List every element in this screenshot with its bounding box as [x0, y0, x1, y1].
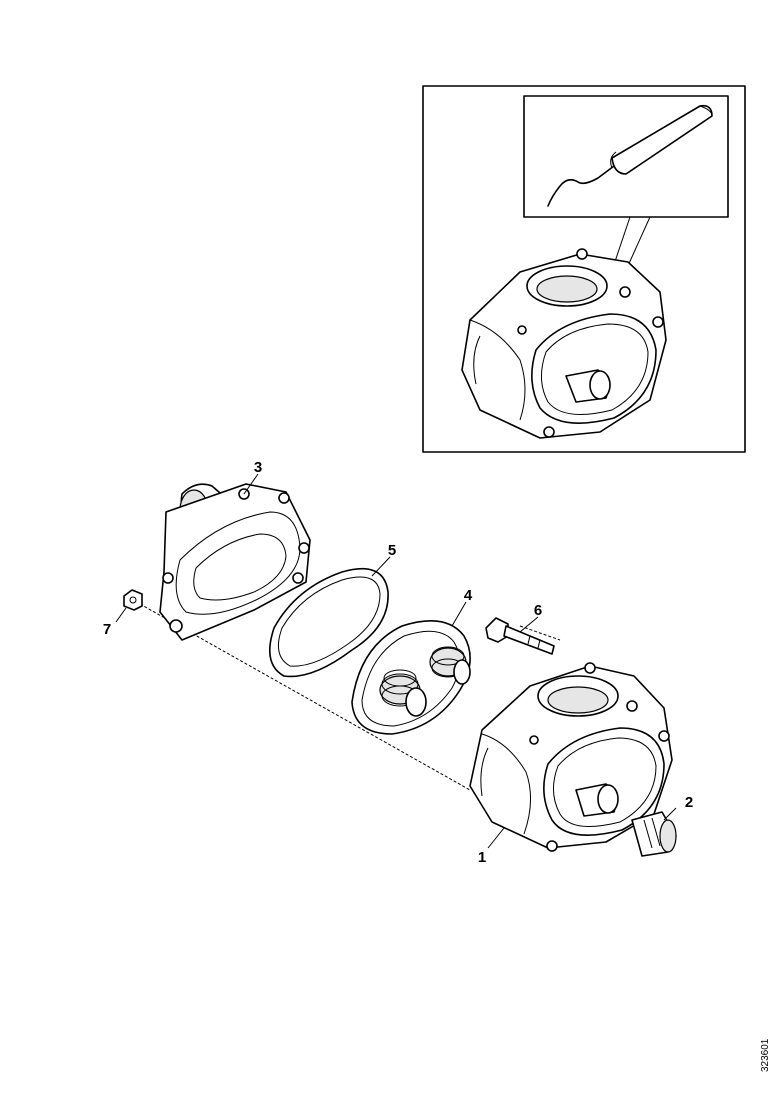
callout-1: 1 [478, 849, 486, 866]
inset-detail-view [422, 85, 746, 453]
leader-4 [451, 601, 467, 627]
figure-id: 323601 [760, 1038, 771, 1072]
callout-5: 5 [388, 542, 396, 559]
part-4-thermostat [351, 620, 471, 735]
part-1-housing [469, 662, 673, 852]
inset-tool-box [523, 95, 729, 218]
leader-2 [663, 807, 677, 821]
leader-5 [371, 556, 391, 577]
inset-thermostat-housing [461, 248, 667, 439]
callout-3: 3 [254, 459, 262, 476]
thermostat-spring-right [429, 646, 471, 685]
callout-4: 4 [464, 587, 473, 604]
leader-3 [243, 473, 259, 495]
callout-6: 6 [534, 602, 542, 619]
part-6-bolt [485, 617, 555, 655]
part-3-cover [159, 483, 311, 641]
part-5-gasket [268, 568, 389, 678]
callout-7: 7 [103, 621, 111, 638]
pick-tool-icon [547, 104, 713, 207]
leader-7 [115, 607, 127, 623]
callout-2: 2 [685, 794, 693, 811]
inset-frame [422, 85, 746, 453]
leader-1 [487, 827, 505, 849]
part-2-sensor [631, 811, 677, 857]
part-7-nut [123, 589, 143, 611]
thermostat-spring-left [379, 669, 427, 717]
leader-6 [519, 616, 539, 633]
assembly-axis-line [139, 603, 471, 791]
